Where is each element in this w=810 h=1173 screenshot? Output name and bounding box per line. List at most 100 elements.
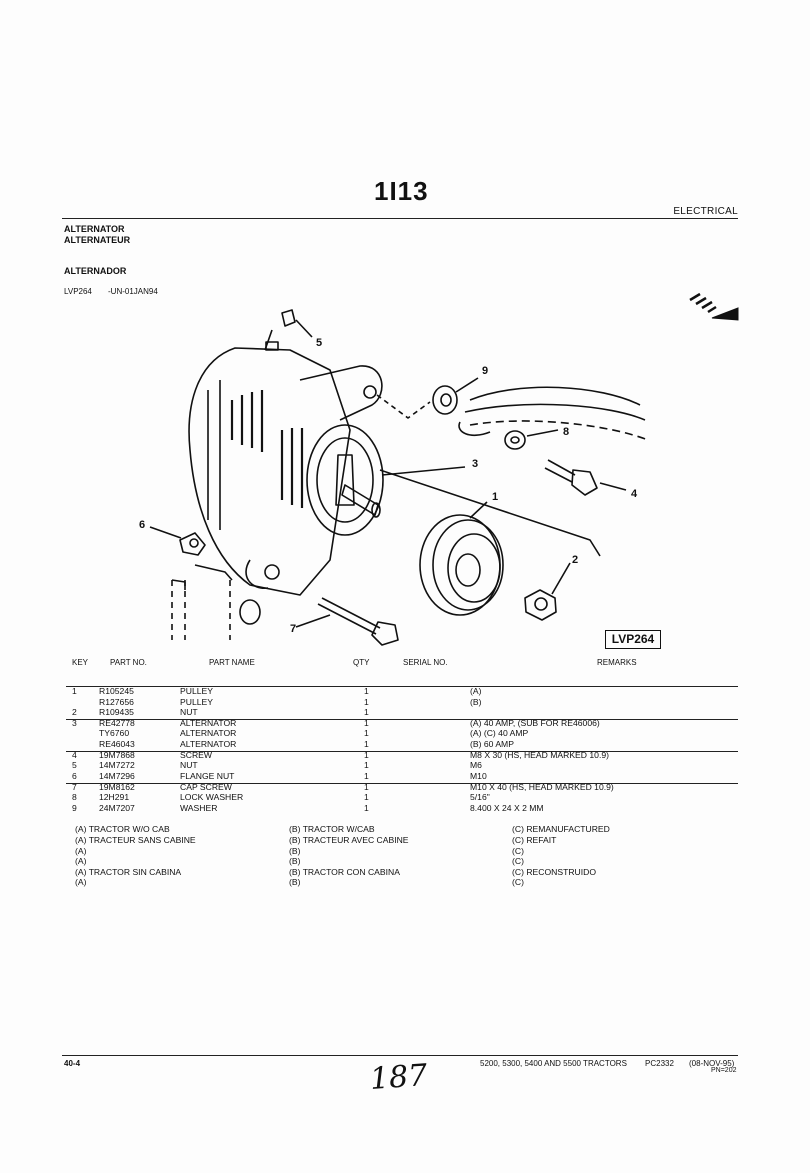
part-number: 19M8162 (99, 782, 135, 792)
callout-9: 9 (482, 365, 488, 377)
part-key: 8 (72, 792, 77, 802)
part-qty: 1 (364, 771, 369, 781)
illustration-label: LVP264 (605, 630, 661, 649)
group-rule (66, 783, 738, 784)
group-rule (66, 751, 738, 752)
bracket-outline (171, 580, 231, 640)
part-qty: 1 (364, 686, 369, 696)
part-key: 7 (72, 782, 77, 792)
part-remarks: (A) (C) 40 AMP (470, 728, 529, 738)
part-key: 3 (72, 718, 77, 728)
part-key: 4 (72, 750, 77, 760)
note-b-4: (B) (289, 856, 301, 866)
part-5-nut (281, 309, 313, 338)
col-serial-header: SERIAL NO. (403, 658, 448, 667)
part-number: R105245 (99, 686, 134, 696)
part-remarks: M8 X 30 (HS, HEAD MARKED 10.9) (470, 750, 609, 760)
part-remarks: M6 (470, 760, 482, 770)
note-a-6: (A) (75, 877, 87, 887)
note-a-2: (A) TRACTEUR SANS CABINE (75, 835, 196, 845)
note-b-1: (B) TRACTOR W/CAB (289, 824, 375, 834)
note-c-2: (C) REFAIT (512, 835, 557, 845)
part-qty: 1 (364, 718, 369, 728)
note-a-4: (A) (75, 856, 87, 866)
callout-3: 3 (472, 458, 478, 470)
section-title: ELECTRICAL (673, 206, 738, 217)
page-code: 1I13 (374, 176, 429, 206)
note-b-2: (B) TRACTEUR AVEC CABINE (289, 835, 409, 845)
part-7-cap-screw (295, 597, 399, 646)
part-number: 14M7272 (99, 760, 135, 770)
part-remarks: (B) (470, 697, 482, 707)
part-key: 9 (72, 803, 77, 813)
part-name: FLANGE NUT (180, 771, 235, 781)
note-c-3: (C) (512, 846, 524, 856)
part-qty: 1 (364, 803, 369, 813)
page-number: 40-4 (64, 1059, 81, 1068)
part-1-pulley (419, 501, 504, 616)
part-name: ALTERNATOR (180, 728, 237, 738)
note-b-5: (B) TRACTOR CON CABINA (289, 867, 400, 877)
alternator-diagram: 1 2 3 4 5 6 7 8 9 (139, 292, 739, 646)
part-4-screw (544, 459, 627, 496)
callout-4: 4 (631, 488, 638, 500)
note-a-1: (A) TRACTOR W/O CAB (75, 824, 170, 834)
part-6-flange-nut (149, 526, 206, 556)
part-number: RE46043 (99, 739, 135, 749)
part-remarks: (B) 60 AMP (470, 739, 514, 749)
part-name: WASHER (180, 803, 218, 813)
handwritten-page-number: 187 (368, 1058, 429, 1097)
part-name: PULLEY (180, 697, 213, 707)
note-c-5: (C) RECONSTRUIDO (512, 867, 597, 877)
part-qty: 1 (364, 760, 369, 770)
part-name: SCREW (180, 750, 212, 760)
col-key-header: KEY (72, 658, 89, 667)
part-name: CAP SCREW (180, 782, 232, 792)
title-fr: ALTERNATEUR (64, 235, 131, 245)
part-number: 14M7296 (99, 771, 135, 781)
group-rule (66, 719, 738, 720)
part-number: TY6760 (99, 728, 130, 738)
part-remarks: (A) 40 AMP, (SUB FOR RE46006) (470, 718, 600, 728)
part-key: 6 (72, 771, 77, 781)
part-8-lock-washer (504, 429, 559, 450)
callout-5: 5 (316, 337, 322, 349)
header-rule (62, 218, 738, 219)
belt-adjusting-strap (458, 386, 649, 441)
part-9-washer (432, 377, 479, 415)
note-a-3: (A) (75, 846, 87, 856)
part-remarks: M10 X 40 (HS, HEAD MARKED 10.9) (470, 782, 614, 792)
table-top-rule (66, 686, 738, 687)
part-name: NUT (180, 760, 198, 770)
title-en: ALTERNATOR (64, 224, 125, 234)
callout-1: 1 (492, 491, 498, 503)
part-number: 24M7207 (99, 803, 135, 813)
col-name-header: PART NAME (209, 658, 255, 667)
note-a-5: (A) TRACTOR SIN CABINA (75, 867, 182, 877)
part-qty: 1 (364, 728, 369, 738)
col-qty-header: QTY (353, 658, 370, 667)
footer-date: (08-NOV-95) (689, 1059, 735, 1068)
callout-2: 2 (572, 554, 578, 566)
col-remarks-header: REMARKS (597, 658, 637, 667)
note-c-4: (C) (512, 856, 524, 866)
part-name: ALTERNATOR (180, 739, 237, 749)
col-part-header: PART NO. (110, 658, 147, 667)
part-qty: 1 (364, 792, 369, 802)
part-name: NUT (180, 707, 198, 717)
note-b-6: (B) (289, 877, 301, 887)
callout-7: 7 (290, 623, 296, 635)
part-number: 19M7868 (99, 750, 135, 760)
part-key: 1 (72, 686, 77, 696)
part-key: 5 (72, 760, 77, 770)
footer-models: 5200, 5300, 5400 AND 5500 TRACTORS (480, 1059, 627, 1068)
